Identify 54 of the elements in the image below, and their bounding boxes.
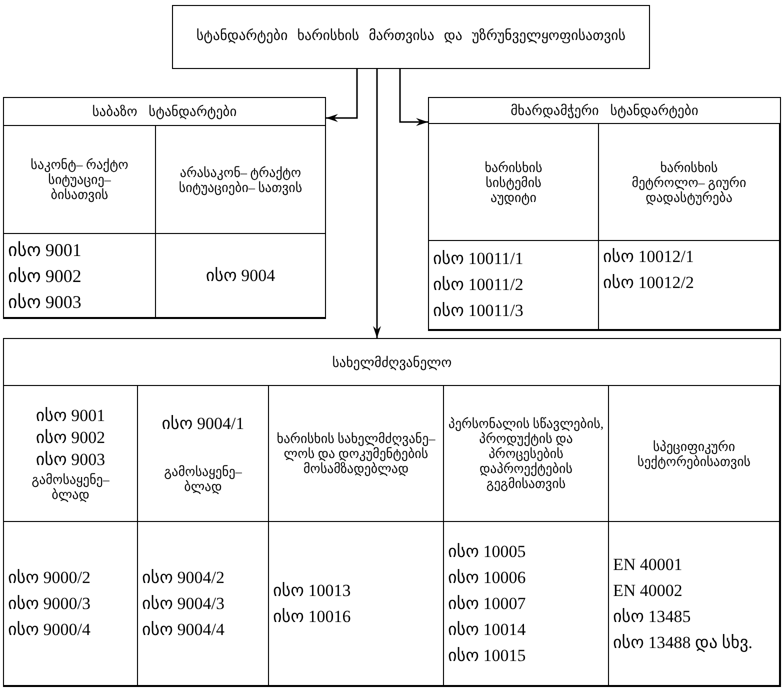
standard-code: ისო 9002 bbox=[36, 428, 106, 448]
cell-text: არასაკონ– ტრაქტო სიტუაციები– სათვის bbox=[178, 164, 304, 194]
standard-code: ისო 9000/2 bbox=[8, 568, 91, 588]
connector-arrow bbox=[326, 69, 358, 122]
standard-code: ისო 10013 bbox=[273, 580, 351, 600]
table-cell bbox=[598, 123, 780, 241]
connector-arrow bbox=[373, 69, 381, 338]
table-heading: მხარდამჭერი სტანდარტები bbox=[510, 102, 700, 120]
standard-code: ისო 9000/4 bbox=[8, 620, 91, 640]
standard-code: ისო 9004/2 bbox=[142, 568, 225, 588]
standard-code: ისო 10011/2 bbox=[433, 275, 524, 295]
cell-text: ხარისხის სახელმძღვანე– ლოს და დოკუმენტების მოსამზადებლად bbox=[276, 431, 436, 476]
standard-code: ისო 13488 და სხვ. bbox=[613, 632, 753, 652]
cell-text: გამოსაყენე– ბლად bbox=[30, 472, 110, 502]
standards-table bbox=[3, 338, 781, 687]
standard-code: ისო 10014 bbox=[448, 620, 526, 640]
standard-code: ისო 10011/1 bbox=[433, 249, 524, 269]
standard-code: ისო 10011/3 bbox=[433, 301, 524, 321]
standard-code: ისო 9004/3 bbox=[142, 594, 225, 614]
table-cell bbox=[608, 385, 780, 522]
standard-code: ისო 9002 bbox=[8, 266, 82, 286]
cell-text: გამოსაყენე– ბლად bbox=[163, 464, 243, 494]
standards-table bbox=[428, 97, 781, 331]
standard-code: ისო 10012/1 bbox=[603, 247, 694, 267]
standard-code: ისო 10012/2 bbox=[603, 273, 694, 293]
standard-code: ისო 9003 bbox=[8, 292, 82, 312]
standard-code: EN 40002 bbox=[613, 580, 682, 600]
standard-code: ისო 9001 bbox=[8, 240, 82, 260]
cell-text: ხარისხის სისტემის აუდიტი bbox=[484, 160, 544, 204]
standard-code: ისო 9003 bbox=[36, 450, 106, 470]
standard-code: ისო 9004/1 bbox=[162, 414, 244, 434]
cell-text: სპეციფიკური სექტორებისათვის bbox=[636, 438, 752, 468]
table-heading: სახელმძღვანელო bbox=[331, 354, 453, 372]
title-box bbox=[172, 5, 650, 69]
title-text: სტანდარტები ხარისხის მართვისა და უზრუნველყოფისათვის bbox=[196, 27, 626, 46]
table-cell bbox=[598, 240, 780, 330]
cell-text: პერსონალის სწავლების, პროდუქტის და პროცესების დაპროექტების გეგმისათვის bbox=[448, 416, 604, 491]
standard-code: ისო 9001 bbox=[36, 406, 106, 426]
standard-code: ისო 9000/3 bbox=[8, 594, 91, 614]
standard-code: ისო 10015 bbox=[448, 646, 526, 666]
standard-code: ისო 10006 bbox=[448, 568, 526, 588]
standard-code: ისო 9004/4 bbox=[142, 620, 225, 640]
standard-code: ისო 10016 bbox=[273, 606, 351, 626]
standard-code: ისო 10005 bbox=[448, 542, 526, 562]
table-cell bbox=[608, 521, 780, 686]
table-heading: საბაზო სტანდარტები bbox=[91, 103, 238, 122]
cell-text: ხარისხის მეტროლო– გიური დადასტურება bbox=[630, 160, 748, 204]
standard-code: ისო 13485 bbox=[613, 606, 691, 626]
connector-arrow bbox=[399, 69, 428, 126]
standard-code: ისო 10007 bbox=[448, 594, 526, 614]
standard-code: ისო 9004 bbox=[206, 266, 276, 286]
cell-text: საკონტ– რაქტო სიტუაციე– ბისათვის bbox=[30, 157, 130, 202]
standard-code: EN 40001 bbox=[613, 554, 682, 574]
standards-table bbox=[3, 97, 326, 319]
